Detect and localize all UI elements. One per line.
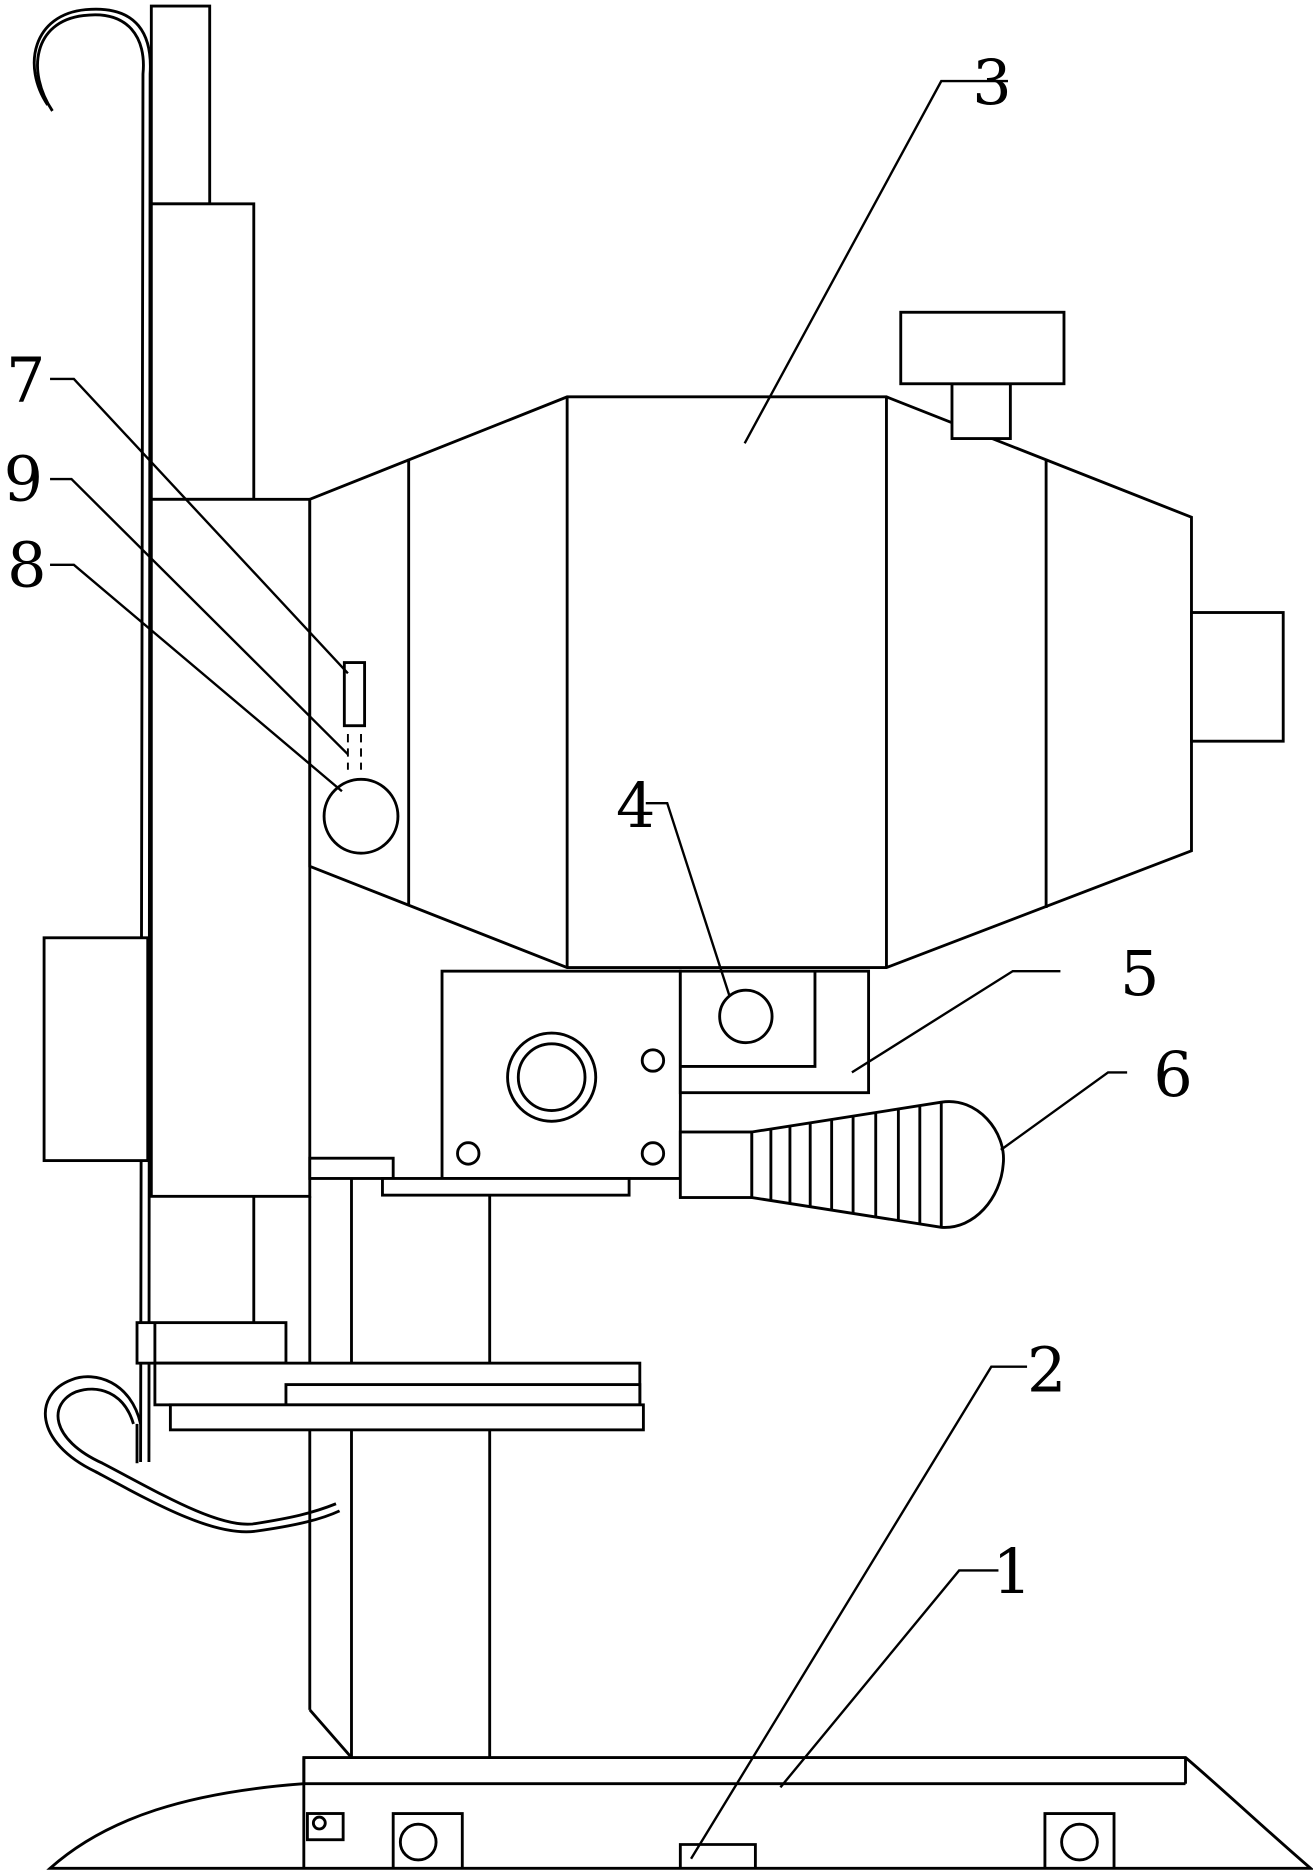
label-6: 6 [1153,1038,1192,1111]
step-plate-lower [382,1178,629,1195]
bolt-4 [720,990,772,1042]
knob-circle [324,779,398,853]
clamp-arms [137,1323,643,1430]
label-1: 1 [992,1535,1031,1608]
lower-housing [442,971,680,1178]
bracket [680,971,868,1093]
base [50,1758,1311,1869]
label-8: 8 [7,528,46,601]
label-4: 4 [616,769,655,842]
lower-column [254,1178,490,1757]
side-box [44,938,148,1161]
main-column-body [151,499,309,1196]
handle [680,1102,1003,1228]
motor-housing [310,312,1283,967]
label-5: 5 [1120,937,1159,1010]
label-2: 2 [1027,1334,1066,1407]
top-hook [34,9,150,1462]
step-plate-upper [310,1158,393,1178]
label-9: 9 [4,443,43,516]
upper-column [151,6,253,499]
label-3: 3 [972,46,1011,119]
label-7: 7 [6,344,45,417]
